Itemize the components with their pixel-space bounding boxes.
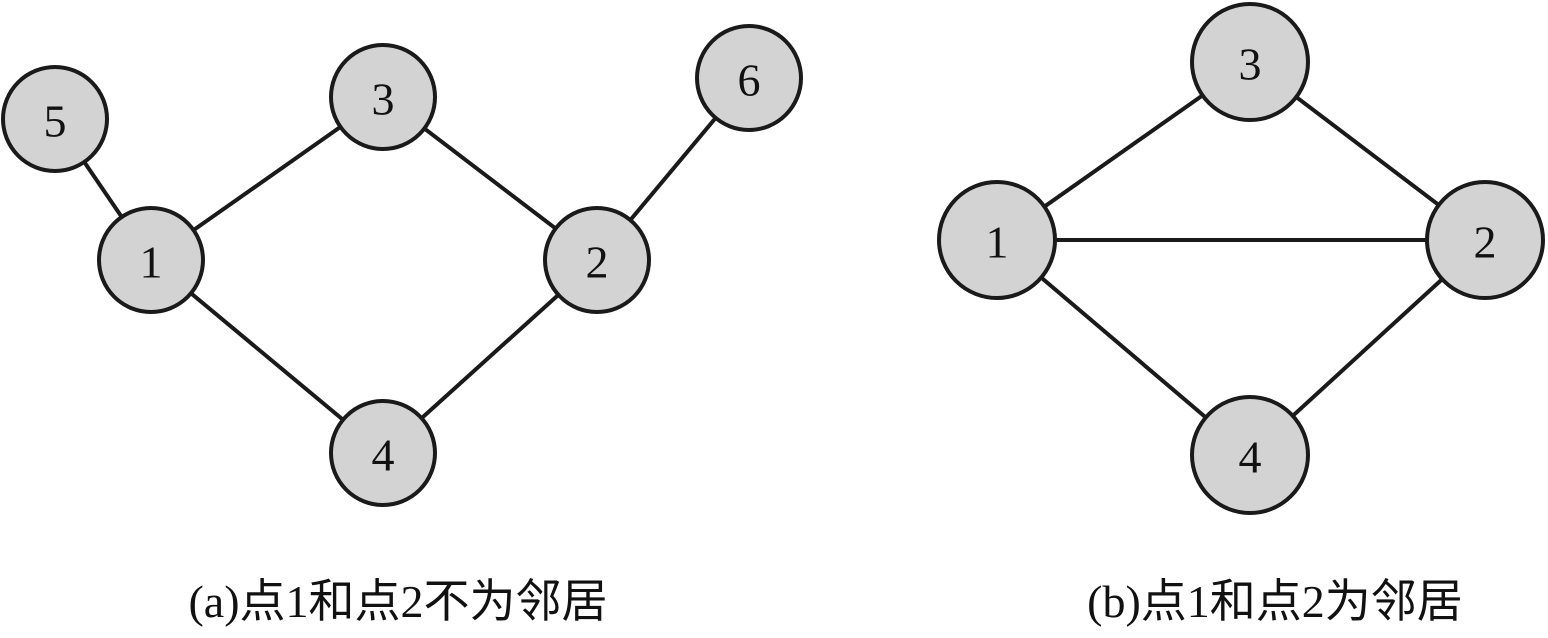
node-label: 6 bbox=[738, 55, 761, 106]
node-label: 3 bbox=[1239, 39, 1262, 90]
graph-b-neighbors: 1 2 3 4 (b)点1和点2为邻居 bbox=[937, 2, 1545, 627]
graph-a-node-4: 4 bbox=[329, 399, 437, 507]
node-circle bbox=[937, 180, 1057, 300]
graph-b-caption: (b)点1和点2为邻居 bbox=[1087, 576, 1463, 627]
graph-a-not-neighbors: 1 2 3 4 5 6 (a)点1和点2不为邻居 bbox=[1, 24, 803, 627]
graph-a-node-2: 2 bbox=[543, 206, 651, 314]
node-label: 4 bbox=[1239, 432, 1262, 483]
graph-b-node-3: 3 bbox=[1190, 2, 1310, 122]
node-label: 2 bbox=[586, 237, 609, 288]
graph-a-node-6: 6 bbox=[695, 24, 803, 132]
graph-b-node-4: 4 bbox=[1190, 395, 1310, 515]
node-label: 3 bbox=[372, 74, 395, 125]
node-circle bbox=[1190, 2, 1310, 122]
graph-b-node-1: 1 bbox=[937, 180, 1057, 300]
node-label: 4 bbox=[372, 430, 395, 481]
node-circle bbox=[1, 65, 109, 173]
node-circle bbox=[97, 206, 205, 314]
graph-b-nodes: 1 2 3 4 bbox=[937, 2, 1545, 515]
graph-a-node-1: 1 bbox=[97, 206, 205, 314]
node-label: 5 bbox=[44, 96, 67, 147]
node-label: 1 bbox=[986, 217, 1009, 268]
graph-a-nodes: 1 2 3 4 5 6 bbox=[1, 24, 803, 507]
node-circle bbox=[1190, 395, 1310, 515]
node-circle bbox=[329, 399, 437, 507]
graph-a-node-5: 5 bbox=[1, 65, 109, 173]
graph-a-node-3: 3 bbox=[329, 43, 437, 151]
node-circle bbox=[543, 206, 651, 314]
node-circle bbox=[695, 24, 803, 132]
node-circle bbox=[1425, 180, 1545, 300]
node-circle bbox=[329, 43, 437, 151]
graph-a-caption: (a)点1和点2不为邻居 bbox=[188, 576, 607, 627]
node-label: 1 bbox=[140, 237, 163, 288]
graph-b-node-2: 2 bbox=[1425, 180, 1545, 300]
node-label: 2 bbox=[1474, 217, 1497, 268]
